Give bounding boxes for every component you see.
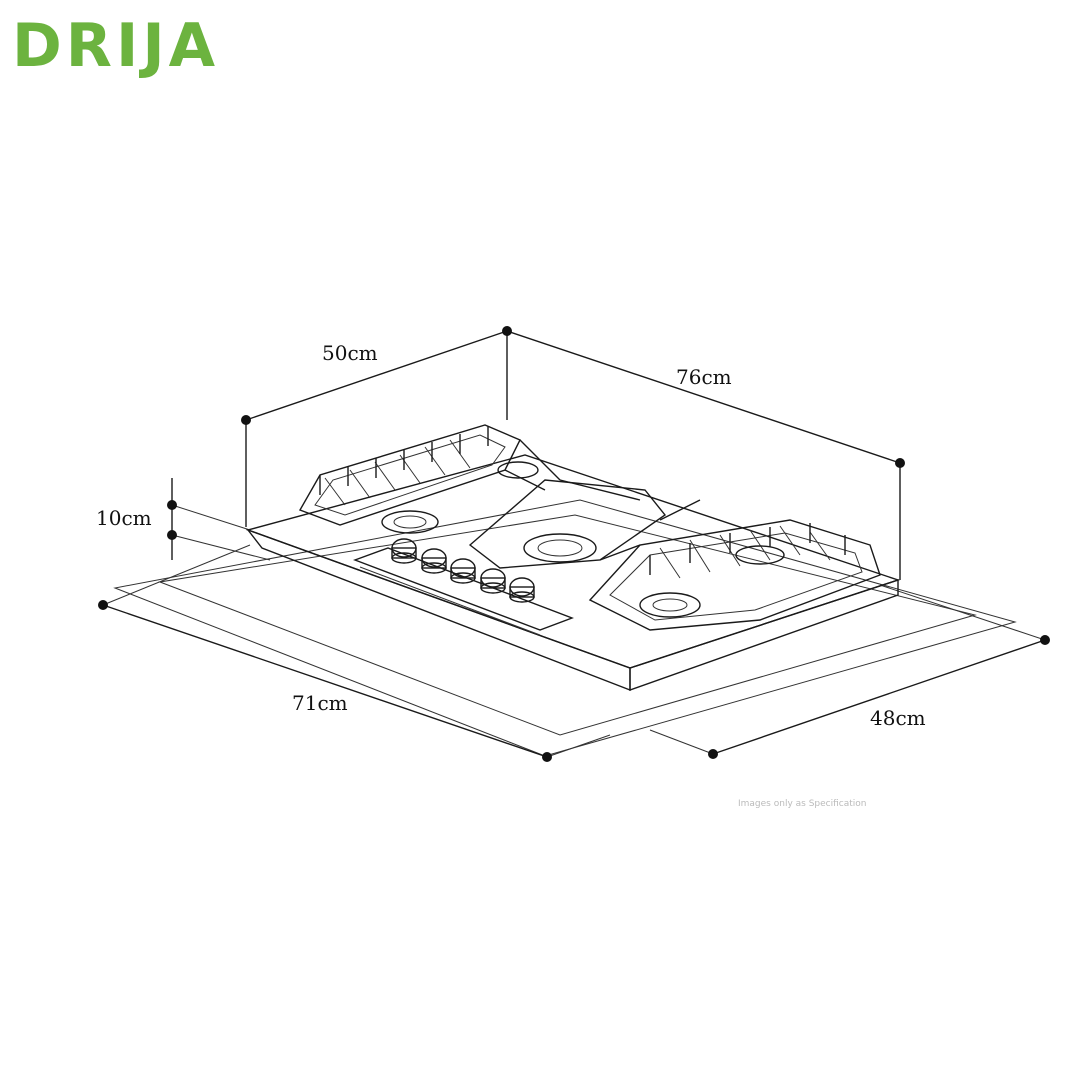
dimension-point [167, 500, 177, 510]
dimension-point [167, 530, 177, 540]
label-cutout-depth: 48cm [870, 706, 926, 730]
knob-5 [509, 577, 535, 603]
knob-3 [450, 558, 476, 584]
label-width-top: 76cm [676, 365, 732, 389]
knob-4 [480, 568, 506, 594]
burner-back [497, 461, 539, 479]
burner-front-right [639, 592, 701, 618]
knob-2 [421, 548, 447, 574]
label-depth-top: 50cm [322, 341, 378, 365]
dimension-point [708, 749, 718, 759]
brand-logo: DRIJA [12, 11, 219, 81]
label-height: 10cm [96, 506, 152, 530]
dimension-point [98, 600, 108, 610]
dimension-point [895, 458, 905, 468]
knob-1 [391, 538, 417, 564]
dimension-point [502, 326, 512, 336]
dimension-point [542, 752, 552, 762]
dimension-point [1040, 635, 1050, 645]
footnote: Images only as Specification [738, 799, 866, 809]
burner-back-right [735, 545, 785, 565]
cutout-outline [98, 499, 1050, 762]
height-dimension [167, 478, 271, 561]
dimension-point [241, 415, 251, 425]
cooktop-body [245, 454, 901, 692]
knobs [391, 538, 535, 603]
burner-left [381, 510, 439, 534]
top-dimension-lines [241, 326, 905, 580]
grates [298, 424, 881, 631]
label-cutout-width: 71cm [292, 691, 348, 715]
burner-center [523, 533, 597, 563]
burners [381, 461, 785, 618]
